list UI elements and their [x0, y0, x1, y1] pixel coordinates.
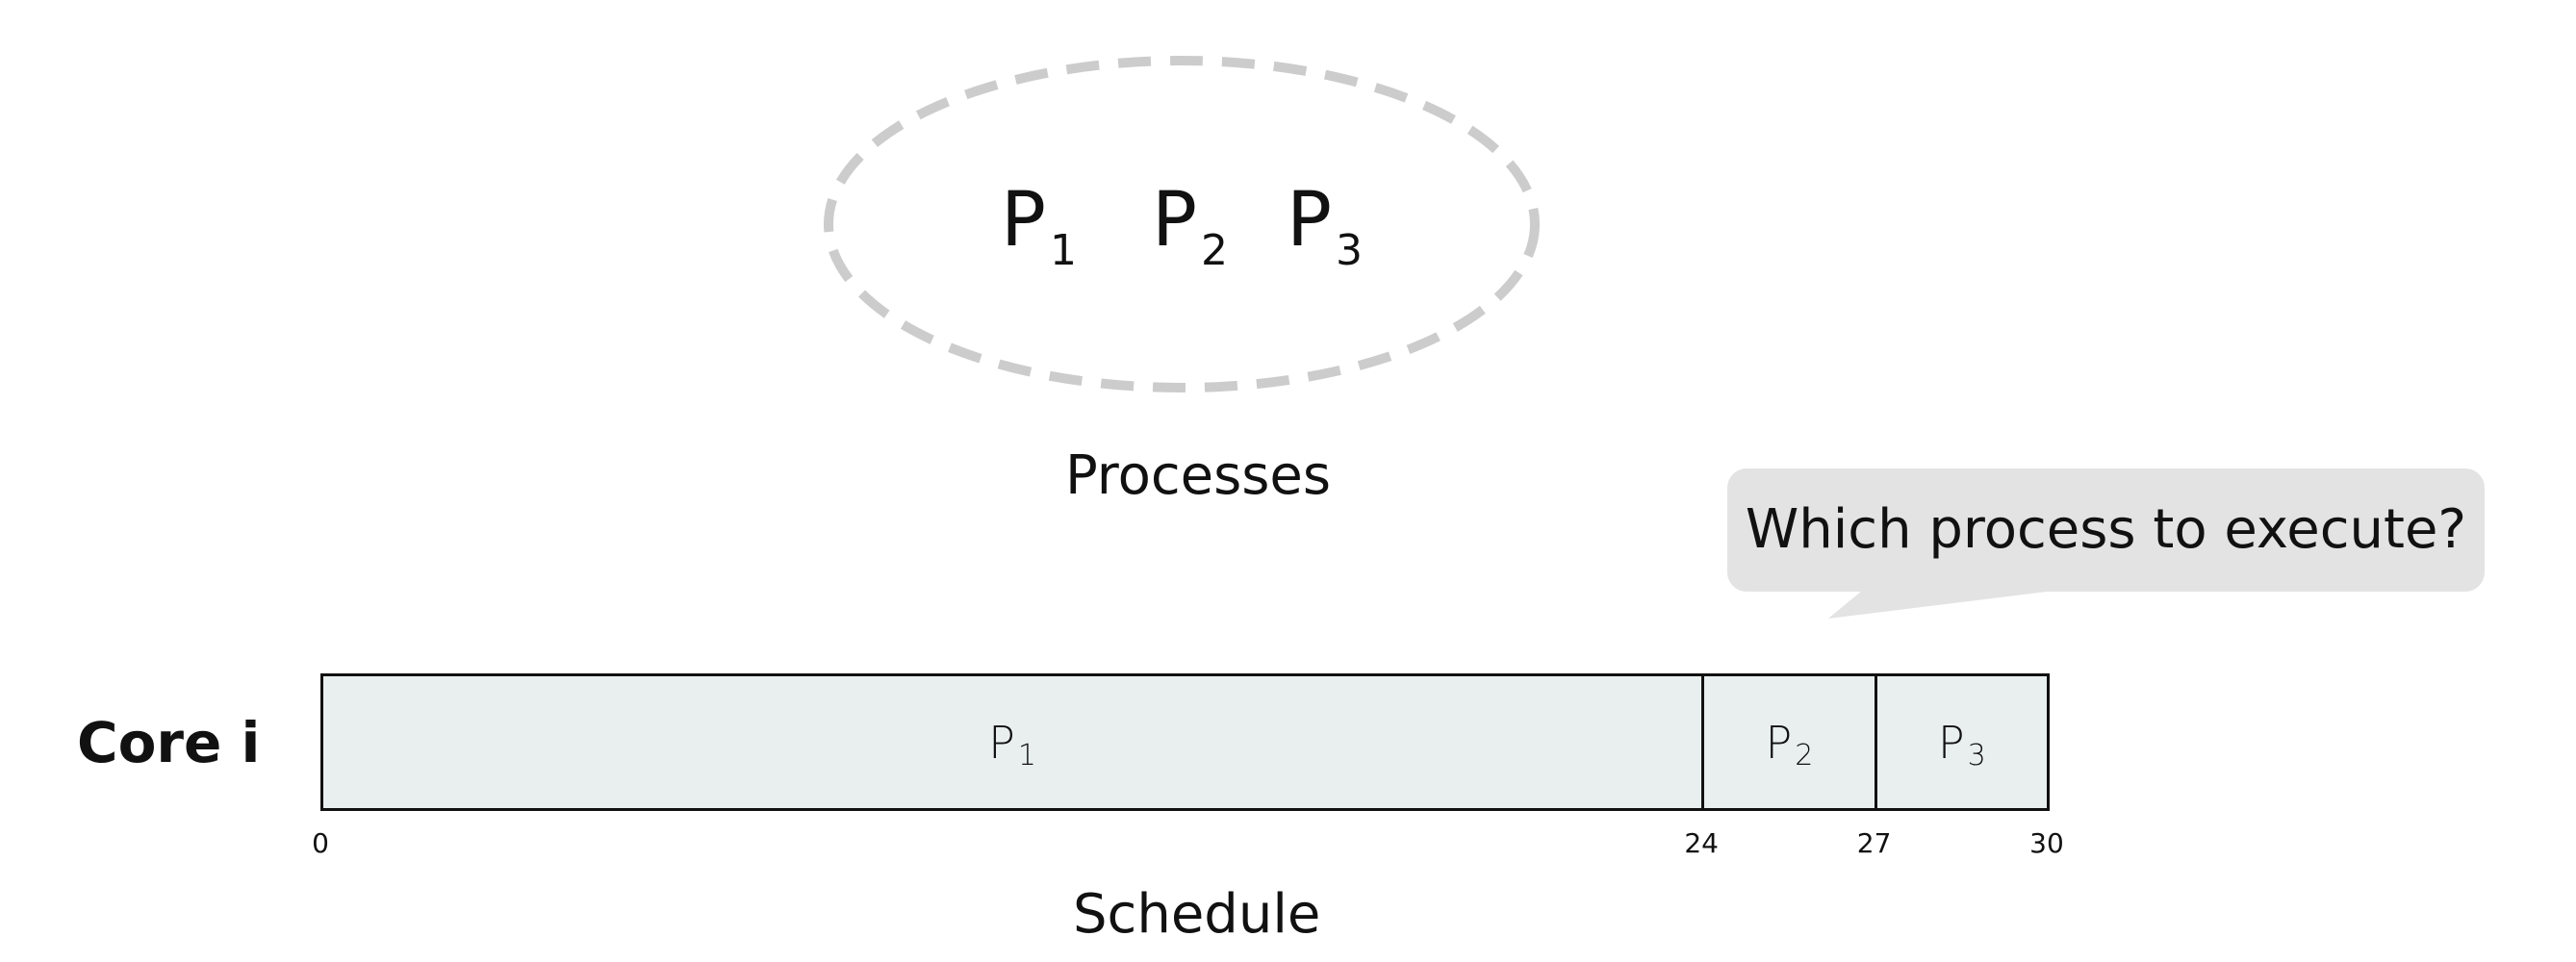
schedule-label: Schedule	[1073, 883, 1321, 946]
core-label: Core i	[77, 710, 261, 775]
bubble-tail	[1828, 591, 2054, 619]
time-tick-label: 30	[2029, 827, 2064, 859]
processes-label: Processes	[1065, 444, 1332, 507]
time-tick-label: 0	[312, 827, 329, 859]
speech-bubble-text: Which process to execute?	[1745, 498, 2467, 561]
speech-bubble: Which process to execute?	[1727, 468, 2485, 592]
time-tick-label: 24	[1684, 827, 1720, 859]
process-p1: P1	[1001, 177, 1078, 275]
process-p2: P2	[1152, 177, 1229, 275]
process-p3: P3	[1287, 177, 1364, 275]
time-tick-label: 27	[1856, 827, 1892, 859]
